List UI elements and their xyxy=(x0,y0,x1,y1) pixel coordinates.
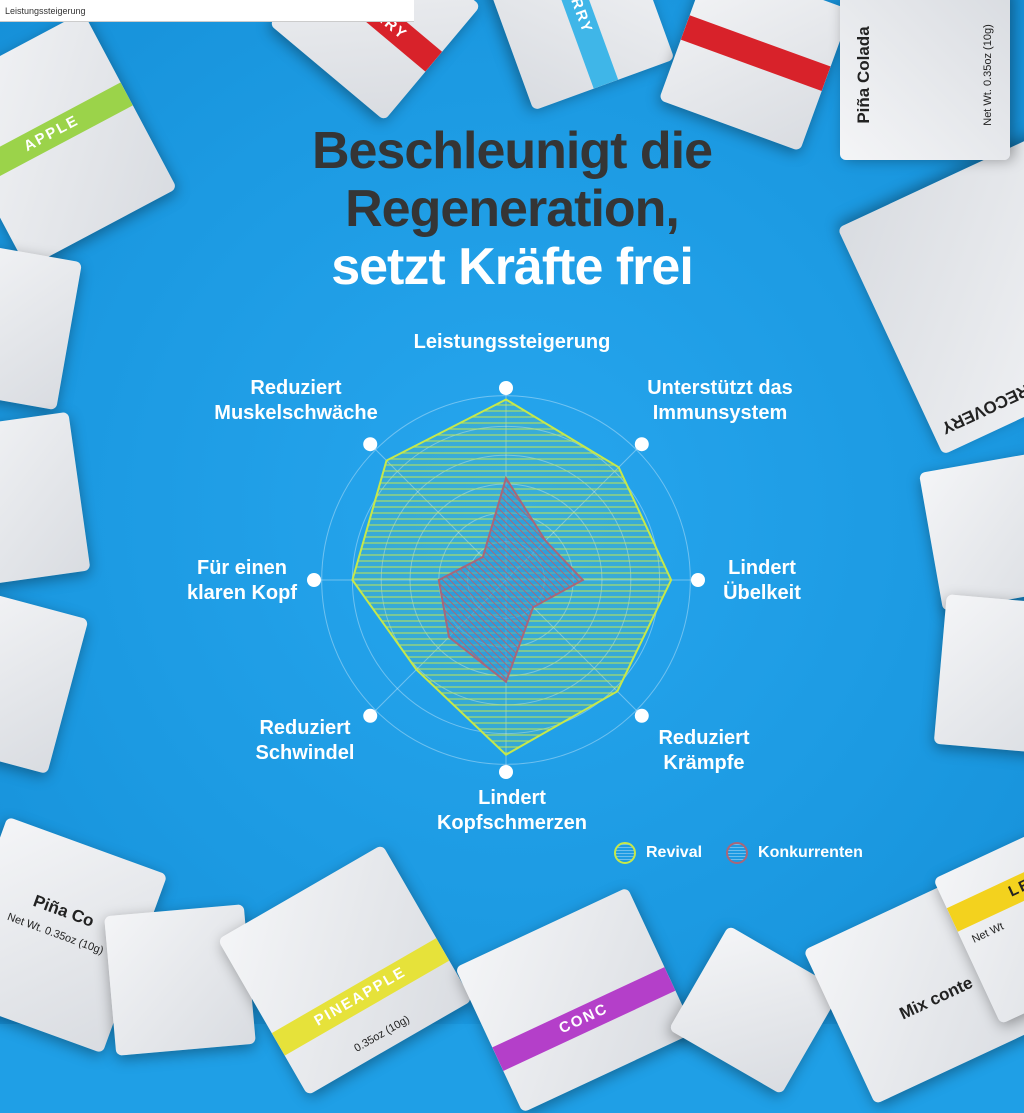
axis-dot xyxy=(363,708,378,723)
axis-label-line: klaren Kopf xyxy=(186,582,298,604)
axis-label-line: Lindert xyxy=(728,557,796,579)
axis-dots xyxy=(307,381,705,779)
axis-dot xyxy=(634,437,649,452)
radar-series xyxy=(351,398,673,756)
legend-item-revival: Revival xyxy=(614,842,702,864)
axis-label-line: Krämpfe xyxy=(663,752,745,774)
axis-label: Für einen klaren Kopf xyxy=(187,556,297,606)
headline-line-2: Regeneration, xyxy=(345,180,680,238)
axis-label-line: Übelkeit xyxy=(723,582,801,604)
axis-label-line: Lindert xyxy=(478,787,546,809)
legend-swatch-konkurrenten xyxy=(726,842,749,864)
axis-label-line: Reduziert xyxy=(259,717,351,739)
radar-chart xyxy=(307,381,705,779)
axis-label-line: Unterstützt das xyxy=(647,377,793,399)
axis-dot xyxy=(307,573,321,587)
legend-item-konkurrenten: Konkurrenten xyxy=(726,842,863,864)
axis-dot xyxy=(691,573,705,587)
axis-label-line: Kopfschmerzen xyxy=(436,812,588,834)
legend-label: Revival xyxy=(646,844,703,861)
axis-label-line: Reduziert xyxy=(658,727,750,749)
axis-label-line: Immunsystem xyxy=(652,402,788,424)
axis-dot xyxy=(634,708,649,723)
axis-dot xyxy=(363,437,378,452)
axis-label-line: Leistungssteigerung xyxy=(413,331,611,353)
axis-label: Leistungssteigerung xyxy=(414,330,611,355)
legend-label: Konkurrenten xyxy=(758,844,863,861)
chart-legend: Revival Konkurrenten xyxy=(614,842,877,864)
tooltip: Leistungssteigerung xyxy=(0,0,414,22)
series-konkurrenten-area xyxy=(437,475,585,684)
axis-label-line: Reduziert xyxy=(250,377,342,399)
headline: Beschleunigt die Regeneration, setzt Krä… xyxy=(0,122,1024,296)
legend-swatch-revival xyxy=(614,842,636,864)
headline-line-1: Beschleunigt die xyxy=(311,122,713,180)
grid-ring xyxy=(321,395,691,765)
axis-dot xyxy=(499,765,513,779)
axis-label-line: Muskelschwäche xyxy=(214,402,378,424)
axis-dot xyxy=(499,381,513,395)
axis-label-line: Für einen xyxy=(196,557,287,579)
axis-label-line: Schwindel xyxy=(255,742,355,764)
headline-line-3: setzt Kräfte frei xyxy=(331,238,694,296)
